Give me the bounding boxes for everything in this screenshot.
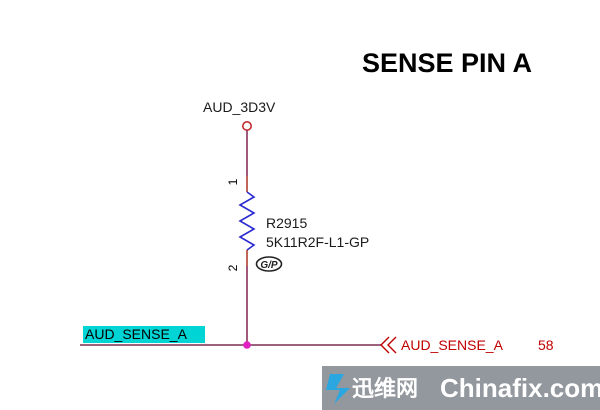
gp-badge-text: G/P [260, 260, 278, 271]
watermark-background [322, 366, 600, 410]
gp-badge-icon: G/P [255, 256, 283, 272]
junction-dot [243, 341, 251, 349]
watermark: 迅维网 Chinafix.com [322, 366, 600, 410]
offpage-page-ref: 58 [538, 337, 554, 353]
resistor-symbol [238, 191, 256, 251]
pin-number-2: 2 [226, 264, 240, 271]
power-port-circle [242, 121, 253, 132]
resistor-part-number: 5K11R2F-L1-GP [266, 234, 369, 250]
power-net-label: AUD_3D3V [203, 99, 276, 115]
watermark-logo-icon [326, 374, 350, 404]
resistor-refdes: R2915 [266, 215, 307, 231]
net-label: AUD_SENSE_A [85, 326, 188, 342]
sheet-title: SENSE PIN A [362, 48, 532, 78]
offpage-connector-icon [380, 336, 397, 354]
watermark-brand-cn: 迅维网 [352, 376, 418, 402]
pin-number-1: 1 [226, 178, 240, 185]
watermark-brand-en: Chinafix.com [440, 373, 600, 403]
offpage-label: AUD_SENSE_A [401, 337, 504, 353]
net-label-highlight [83, 326, 205, 343]
